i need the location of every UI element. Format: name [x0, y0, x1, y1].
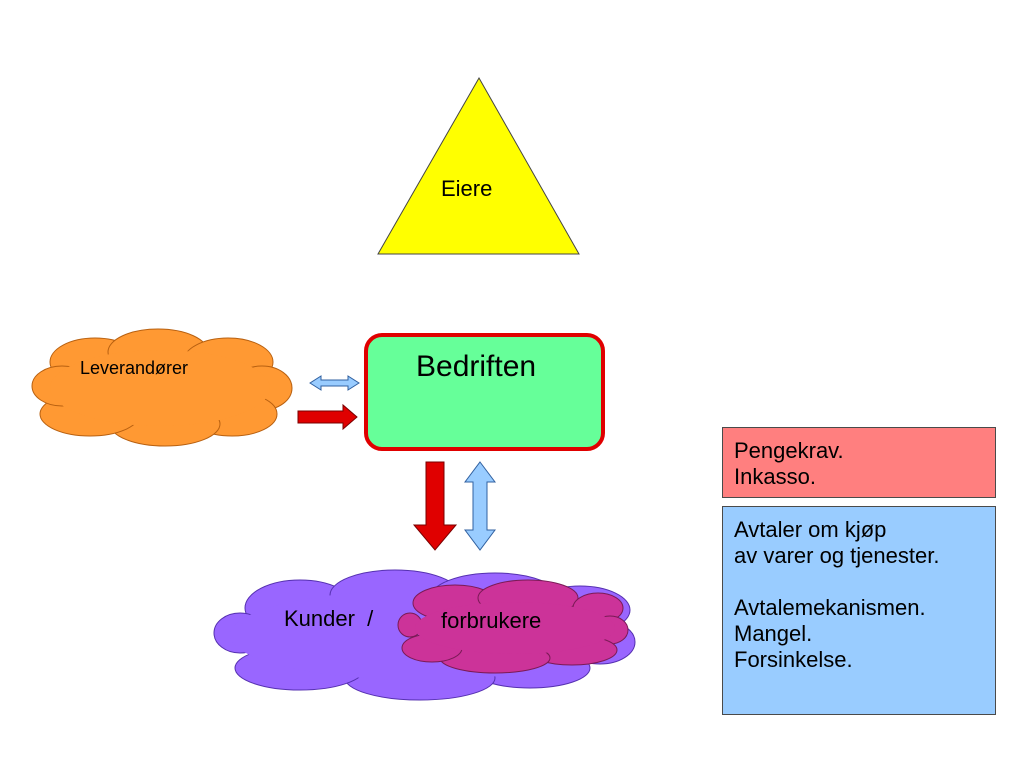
agreements-line: Avtaler om kjøp: [734, 517, 887, 542]
claims-line: Pengekrav.: [734, 438, 844, 463]
arrow-agreement-company-customers: [464, 461, 496, 551]
owners-label: Eiere: [441, 176, 493, 201]
agreements-line: Mangel.: [734, 621, 813, 646]
company-box: [364, 333, 605, 451]
arrow-money-to-company: [297, 403, 358, 431]
customers-label: Kunder /: [284, 606, 374, 631]
agreements-line: av varer og tjenester.: [734, 543, 940, 568]
agreements-line: Forsinkelse.: [734, 647, 853, 672]
claims-box: Pengekrav. Inkasso.: [722, 427, 996, 498]
arrow-agreement-suppliers-company: [309, 375, 360, 391]
arrow-money-to-customers: [412, 461, 458, 551]
agreements-box: Avtaler om kjøp av varer og tjenester. A…: [722, 506, 996, 715]
suppliers-cloud: [31, 328, 293, 447]
consumers-cloud: [397, 579, 629, 674]
agreements-line: Avtalemekanismen.: [734, 595, 926, 620]
claims-line: Inkasso.: [734, 464, 816, 489]
consumers-label: forbrukere: [441, 608, 542, 633]
agreements-line: [734, 569, 985, 595]
suppliers-label: Leverandører: [80, 358, 189, 378]
owners-triangle: [377, 76, 580, 255]
company-label: Bedriften: [416, 350, 537, 383]
